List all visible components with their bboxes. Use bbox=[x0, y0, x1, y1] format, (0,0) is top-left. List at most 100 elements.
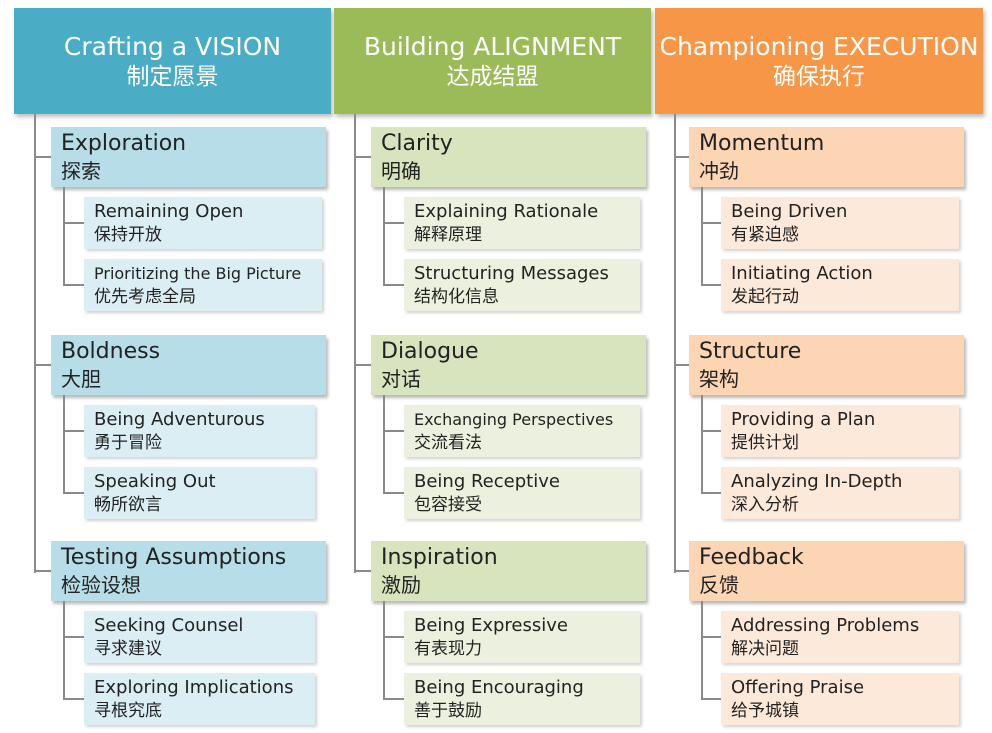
subsection-connector-line bbox=[701, 601, 703, 699]
item-label-en: Explaining Rationale bbox=[414, 200, 599, 222]
subsection-connector-line bbox=[383, 395, 385, 493]
item-connector-line bbox=[701, 284, 721, 286]
column-connector-line bbox=[674, 114, 676, 573]
section-connector-line bbox=[674, 156, 689, 158]
item-connector-line bbox=[383, 636, 404, 638]
item-label-en: Speaking Out bbox=[94, 470, 216, 492]
section-title-en: Testing Assumptions bbox=[61, 545, 287, 570]
item-label-en: Addressing Problems bbox=[731, 614, 920, 636]
section-title-en: Momentum bbox=[699, 131, 825, 156]
subsection-connector-line bbox=[383, 187, 385, 285]
item-connector-line bbox=[63, 492, 84, 494]
item-label-en: Being Expressive bbox=[414, 614, 568, 636]
item-label-en: Remaining Open bbox=[94, 200, 244, 222]
section-connector-line bbox=[354, 156, 371, 158]
section-title-en: Inspiration bbox=[381, 545, 498, 570]
item-label-zh: 保持开放 bbox=[94, 224, 162, 245]
item-label-zh: 包容接受 bbox=[414, 494, 482, 515]
section-connector-line bbox=[34, 364, 51, 366]
item-label-en: Initiating Action bbox=[731, 262, 873, 284]
item-label-zh: 善于鼓励 bbox=[414, 700, 482, 721]
section-title-zh: 架构 bbox=[699, 367, 739, 391]
subsection-connector-line bbox=[701, 395, 703, 493]
subsection-connector-line bbox=[701, 187, 703, 285]
item-connector-line bbox=[701, 698, 721, 700]
item-label-zh: 发起行动 bbox=[731, 286, 799, 307]
subsection-connector-line bbox=[63, 395, 65, 493]
column-title-zh: 达成结盟 bbox=[446, 63, 539, 90]
item-label-en: Structuring Messages bbox=[414, 262, 609, 284]
item-label-zh: 结构化信息 bbox=[414, 286, 499, 307]
section-title-en: Clarity bbox=[381, 131, 453, 156]
subsection-connector-line bbox=[63, 601, 65, 699]
item-connector-line bbox=[383, 698, 404, 700]
section-box: Testing Assumptions 检验设想 bbox=[51, 541, 326, 601]
item-label-en: Being Adventurous bbox=[94, 408, 265, 430]
section-title-zh: 大胆 bbox=[61, 367, 101, 391]
item-label-en: Analyzing In-Depth bbox=[731, 470, 903, 492]
item-label-en: Being Encouraging bbox=[414, 676, 584, 698]
section-title-zh: 对话 bbox=[381, 367, 421, 391]
item-label-zh: 有表现力 bbox=[414, 638, 482, 659]
item-label-en: Providing a Plan bbox=[731, 408, 876, 430]
item-label-zh: 畅所欲言 bbox=[94, 494, 162, 515]
column-title-en: Crafting a VISION bbox=[63, 31, 282, 61]
item-connector-line bbox=[63, 636, 84, 638]
section-title-zh: 明确 bbox=[381, 159, 421, 183]
item-connector-line bbox=[383, 430, 404, 432]
item-label-zh: 给予城镇 bbox=[731, 700, 799, 721]
section-connector-line bbox=[34, 570, 51, 572]
section-box: Boldness 大胆 bbox=[51, 335, 326, 395]
section-box: Inspiration 激励 bbox=[371, 541, 646, 601]
column-title-en: Championing EXECUTION bbox=[659, 31, 979, 61]
column-connector-line bbox=[34, 114, 36, 573]
section-title-zh: 检验设想 bbox=[61, 573, 141, 597]
section-connector-line bbox=[674, 364, 689, 366]
section-box: Dialogue 对话 bbox=[371, 335, 646, 395]
item-label-zh: 提供计划 bbox=[731, 432, 799, 453]
item-label-zh: 有紧迫感 bbox=[731, 224, 799, 245]
section-title-zh: 冲劲 bbox=[699, 159, 739, 183]
section-connector-line bbox=[354, 364, 371, 366]
item-label-en: Offering Praise bbox=[731, 676, 865, 698]
column-title-zh: 制定愿景 bbox=[126, 63, 219, 90]
item-label-en: Being Receptive bbox=[414, 470, 560, 492]
item-connector-line bbox=[701, 492, 721, 494]
section-title-en: Dialogue bbox=[381, 339, 479, 364]
section-title-zh: 激励 bbox=[381, 573, 421, 597]
section-connector-line bbox=[354, 570, 371, 572]
item-label-zh: 勇于冒险 bbox=[94, 432, 162, 453]
section-title-en: Feedback bbox=[699, 545, 804, 570]
item-label-zh: 交流看法 bbox=[414, 432, 482, 453]
subsection-connector-line bbox=[383, 601, 385, 699]
column-title-zh: 确保执行 bbox=[773, 63, 865, 90]
section-title-zh: 反馈 bbox=[699, 573, 739, 597]
item-label-zh: 解决问题 bbox=[731, 638, 799, 659]
item-label-en: Exploring Implications bbox=[94, 676, 294, 698]
item-connector-line bbox=[63, 698, 84, 700]
item-label-en: Prioritizing the Big Picture bbox=[94, 263, 302, 283]
section-title-en: Exploration bbox=[61, 131, 187, 156]
section-title-en: Boldness bbox=[61, 339, 161, 364]
item-connector-line bbox=[63, 284, 84, 286]
section-connector-line bbox=[34, 156, 51, 158]
